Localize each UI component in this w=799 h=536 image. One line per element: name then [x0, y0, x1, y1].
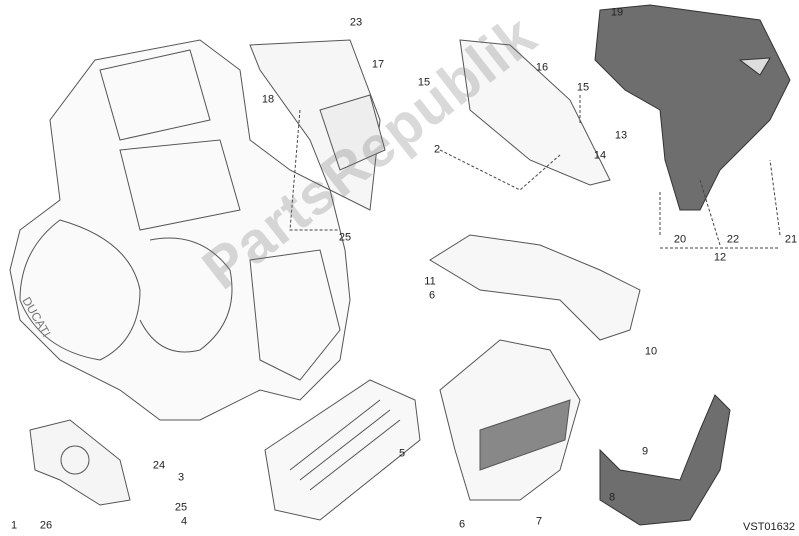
callout-21: 21: [784, 233, 798, 246]
callout-24: 24: [152, 459, 166, 472]
callout-19: 19: [610, 6, 624, 19]
callout-23: 23: [349, 16, 363, 29]
callout-26: 26: [39, 519, 53, 532]
callout-7: 7: [535, 515, 543, 528]
callout-25: 25: [338, 231, 352, 244]
callout-6: 6: [458, 518, 466, 531]
callout-6: 6: [428, 289, 436, 302]
callout-17: 17: [371, 58, 385, 71]
callout-14: 14: [593, 149, 607, 162]
part-9: [599, 394, 731, 526]
callout-18: 18: [261, 93, 275, 106]
callout-25: 25: [174, 501, 188, 514]
callout-1: 1: [10, 519, 18, 532]
callout-5: 5: [398, 447, 406, 460]
callout-9: 9: [641, 445, 649, 458]
part-11: [429, 234, 641, 341]
callout-22: 22: [726, 233, 740, 246]
part-4: [29, 419, 131, 506]
callout-12: 12: [713, 251, 727, 264]
part-18: [249, 39, 381, 211]
callout-15: 15: [417, 76, 431, 89]
diagram-code: VST01632: [743, 521, 795, 533]
callout-15: 15: [576, 81, 590, 94]
callout-20: 20: [673, 233, 687, 246]
callout-11: 11: [424, 275, 436, 288]
callout-8: 8: [608, 491, 616, 504]
engine-drawing: DUCATI: [9, 39, 351, 421]
part-12-cowl: [594, 4, 791, 211]
callout-4: 4: [180, 515, 188, 528]
leader-lines: [289, 95, 781, 249]
callout-2: 2: [433, 143, 441, 156]
callout-3: 3: [177, 471, 185, 484]
callout-13: 13: [614, 129, 628, 142]
callout-10: 10: [644, 345, 658, 358]
callout-16: 16: [535, 61, 549, 74]
radiator: [264, 379, 421, 521]
part-16: [459, 39, 611, 186]
